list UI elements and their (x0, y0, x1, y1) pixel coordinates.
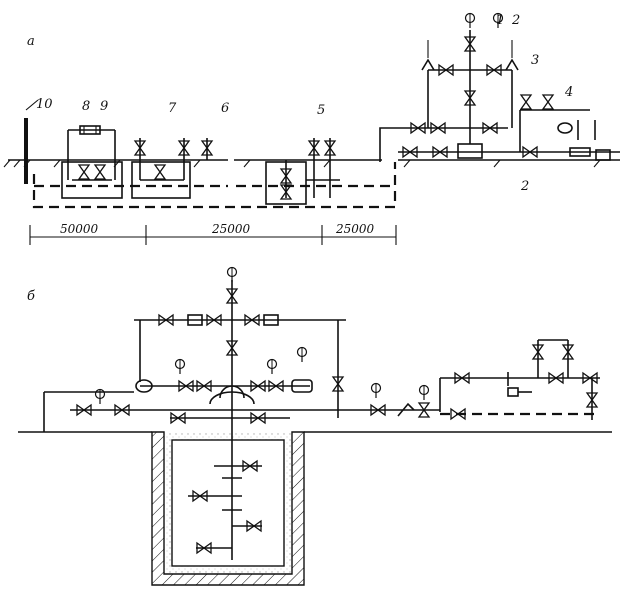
panel-b: б (18, 266, 612, 586)
panel-a-label: а (27, 34, 35, 49)
ground-line-a (3, 159, 620, 168)
callout-2-bottom: 2 (520, 179, 529, 194)
dimension-line: 50000 25000 25000 (29, 222, 397, 245)
callouts-a: 1 2 3 4 5 6 7 8 9 10 2 (36, 13, 573, 194)
valve-pit-3 (265, 138, 340, 205)
callout-5: 5 (317, 103, 325, 118)
callout-6: 6 (221, 101, 229, 116)
middle-header (135, 346, 313, 393)
callout-1: 1 (496, 13, 504, 28)
distribution-station (379, 12, 620, 162)
dimension-3: 25000 (335, 222, 375, 236)
upper-manifold (134, 314, 346, 418)
panel-b-label: б (27, 289, 35, 304)
callout-2-top: 2 (511, 13, 520, 28)
callout-9: 9 (100, 99, 108, 114)
valve-pit-2 (131, 138, 213, 199)
callout-7: 7 (168, 101, 177, 116)
lower-header (43, 388, 346, 432)
right-piping (346, 339, 600, 420)
callout-10: 10 (36, 97, 53, 112)
callout-3: 3 (531, 53, 539, 68)
marker-post (24, 99, 39, 184)
underground-pit (151, 420, 305, 586)
dimension-1: 50000 (60, 222, 99, 236)
callout-8: 8 (82, 99, 90, 114)
main-riser (219, 266, 245, 420)
buried-pipeline (32, 162, 397, 209)
panel-a: а (3, 12, 620, 245)
valve-pit-1 (61, 125, 123, 199)
callout-4: 4 (564, 85, 573, 100)
dimension-2: 25000 (211, 222, 251, 236)
